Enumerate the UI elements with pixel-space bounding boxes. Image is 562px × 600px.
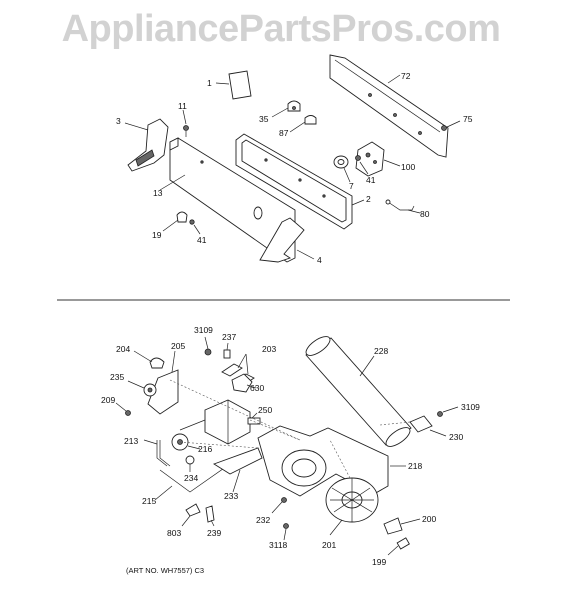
- part-237-clip: [223, 342, 231, 359]
- part-199-bolt: [387, 537, 410, 556]
- callout-75: 75: [463, 114, 473, 124]
- callout-234: 234: [184, 473, 198, 483]
- part-250-motor: [179, 399, 261, 445]
- part-233-bracket: [212, 447, 263, 493]
- part-209-screw: [115, 402, 131, 416]
- callout-87: 87: [279, 128, 289, 138]
- part-19-clip: [162, 211, 188, 232]
- part-41-nut-2: [189, 219, 201, 235]
- callout-11: 11: [178, 101, 187, 111]
- art-number: (ART NO. WH7557) C3: [126, 566, 205, 575]
- callout-215: 215: [142, 496, 156, 506]
- part-232-screw: [271, 497, 287, 514]
- callout-4: 4: [317, 255, 322, 265]
- part-234-washer: [185, 455, 195, 472]
- callout-7: 7: [349, 181, 354, 191]
- part-11-screw: [182, 109, 189, 137]
- callout-235: 235: [110, 372, 124, 382]
- part-3109-screw-2: [437, 406, 459, 417]
- callout-72: 72: [401, 71, 411, 81]
- callout-3109-a: 3109: [194, 325, 213, 335]
- callout-1: 1: [207, 78, 212, 88]
- part-200-bracket: [383, 517, 421, 535]
- callout-205: 205: [171, 341, 185, 351]
- part-2-control-frame: [235, 133, 365, 230]
- callout-3109-b: 3109: [461, 402, 480, 412]
- part-204-clamp: [133, 350, 165, 369]
- callout-41-b: 41: [197, 235, 207, 245]
- part-7-knob: [333, 155, 351, 183]
- part-803-clip: [181, 503, 201, 527]
- part-205-idler-bracket: [147, 350, 179, 415]
- callout-3: 3: [116, 116, 121, 126]
- callout-19: 19: [152, 230, 162, 240]
- part-13-backsplash: [159, 137, 296, 263]
- callout-13: 13: [153, 188, 163, 198]
- callout-100: 100: [401, 162, 415, 172]
- callout-237: 237: [222, 332, 236, 342]
- callout-203: 203: [262, 344, 276, 354]
- part-41-nut: [355, 155, 369, 175]
- part-87-clip: [289, 115, 317, 133]
- part-72-rear-plate: [329, 54, 449, 158]
- part-3109-screw: [204, 336, 212, 356]
- callout-239: 239: [207, 528, 221, 538]
- part-4-side-bracket: [259, 217, 315, 263]
- part-201-blower-wheel: [325, 477, 379, 536]
- callout-3118: 3118: [269, 540, 288, 550]
- callout-209: 209: [101, 395, 115, 405]
- callout-228: 228: [374, 346, 388, 356]
- part-100-timer: [355, 141, 401, 177]
- callout-200: 200: [422, 514, 436, 524]
- callout-2: 2: [366, 194, 371, 204]
- callout-80: 80: [420, 209, 430, 219]
- part-3-end-bracket: [124, 118, 169, 172]
- part-3118-screw: [283, 523, 289, 541]
- part-35-clip: [271, 100, 301, 118]
- callout-218: 218: [408, 461, 422, 471]
- part-630-switch: [231, 373, 257, 393]
- callout-233: 233: [224, 491, 238, 501]
- part-75-screw: [441, 120, 461, 131]
- callout-35: 35: [259, 114, 269, 124]
- watermark: AppliancePartsPros.com: [61, 8, 501, 50]
- callout-41-a: 41: [366, 175, 376, 185]
- part-239-clip: [205, 505, 215, 527]
- callout-213: 213: [124, 436, 138, 446]
- part-235-pulley: [127, 380, 157, 397]
- part-1-label-card: [215, 70, 252, 100]
- callout-204: 204: [116, 344, 130, 354]
- part-213-spring: [143, 439, 171, 467]
- callout-232: 232: [256, 515, 270, 525]
- part-216-idler-pulley: [171, 433, 201, 451]
- part-80-spring: [385, 199, 421, 214]
- callout-803: 803: [167, 528, 181, 538]
- callout-199: 199: [372, 557, 386, 567]
- callout-230: 230: [449, 432, 463, 442]
- part-228-duct: [305, 336, 412, 447]
- callout-630: 630: [250, 383, 264, 393]
- callout-201: 201: [322, 540, 336, 550]
- callout-216: 216: [198, 444, 212, 454]
- callout-labels: 1 72 11 35 3 75 87 100 13 7 41 2 80 19 4…: [101, 71, 480, 567]
- part-230-thermostat: [409, 415, 447, 437]
- callout-250: 250: [258, 405, 272, 415]
